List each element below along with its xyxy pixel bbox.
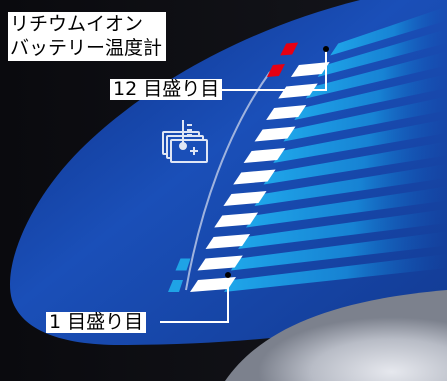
gauge-segment [205, 234, 251, 249]
battery-thermometer-icon [162, 120, 208, 163]
gauge-blue-marker [168, 280, 183, 292]
gauge-stripe [254, 164, 447, 206]
gauge-segment [233, 169, 276, 185]
callout-leader-bottom [160, 276, 229, 323]
callout-dot-top [323, 46, 329, 52]
callout-leader-top [222, 50, 327, 91]
gauge-segment [214, 212, 259, 228]
gauge-stripe [294, 74, 447, 120]
gauge-stripe [273, 119, 447, 163]
gauge-segment [243, 148, 286, 163]
gauge-stripe [283, 96, 447, 142]
gauge-red-marker [266, 64, 285, 77]
gauge-stripe [330, 6, 447, 56]
callout-dot-bottom [225, 272, 231, 278]
gauge-stripe [263, 141, 447, 185]
gauge-stripe [230, 231, 447, 271]
glass-reflection [225, 290, 447, 381]
gauge-stripe [317, 29, 447, 77]
gauge-stripe [305, 51, 447, 99]
gauge-segment [197, 255, 243, 271]
callout-label-12th-segment: 12 目盛り目 [110, 79, 223, 100]
gauge-blue-marker [175, 258, 191, 271]
gauge-stripe [224, 254, 447, 292]
gauge-stripe [246, 186, 447, 228]
gauge-stripe [238, 209, 447, 249]
gauge-title: リチウムイオン バッテリー温度計 [8, 12, 167, 61]
gauge-segment [266, 105, 307, 120]
scale-arc [185, 71, 271, 291]
callout-label-1st-segment: 1 目盛り目 [46, 312, 147, 333]
title-line-2: バッテリー温度計 [10, 37, 163, 59]
gauge-red-marker [280, 42, 299, 56]
gauge-segment [190, 277, 236, 292]
title-line-1: リチウムイオン [10, 13, 144, 35]
gauge-segment [254, 126, 296, 142]
gauge-segment [290, 62, 330, 77]
gauge-segment [223, 191, 267, 206]
